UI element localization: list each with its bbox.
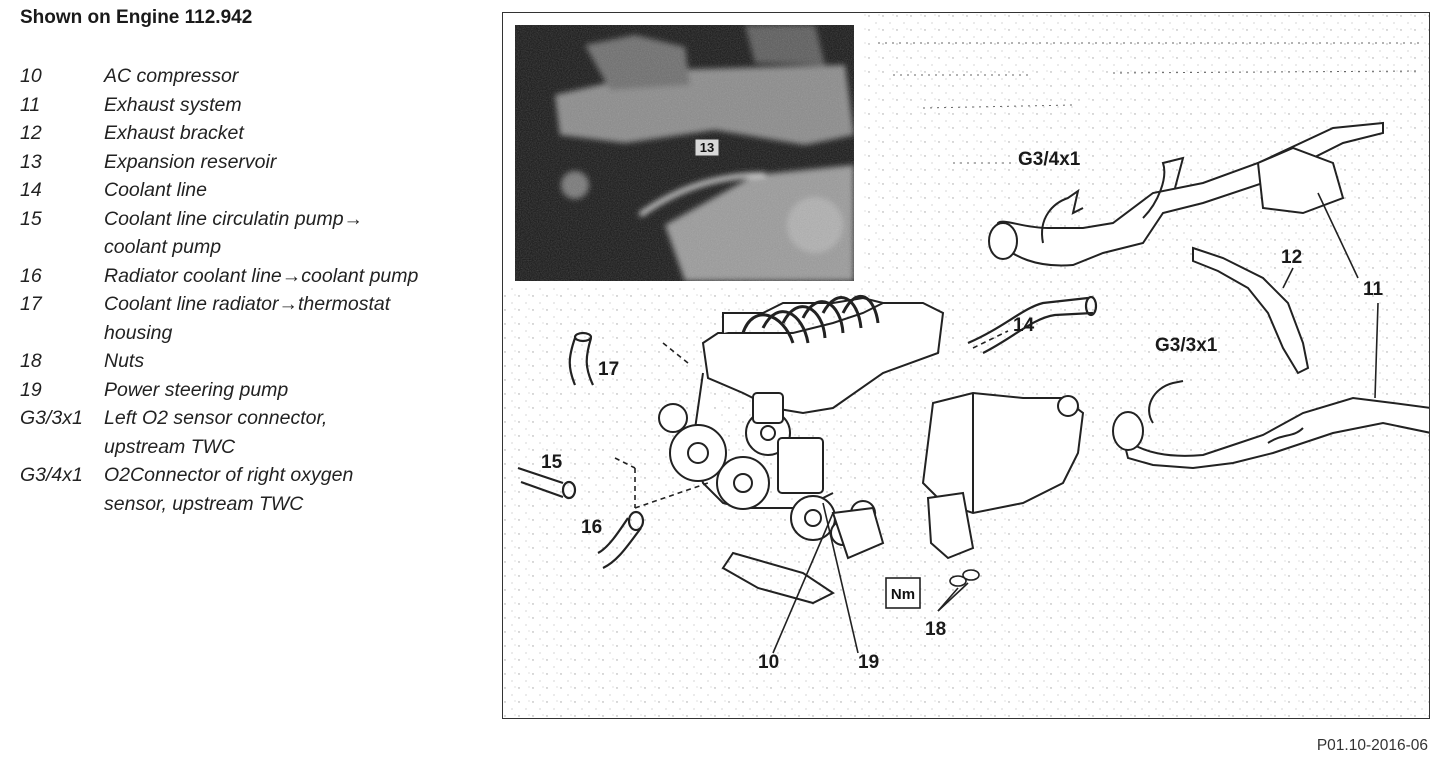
legend-code: 19 [20, 378, 42, 401]
legend-item: 19 Power steering pump [20, 376, 490, 405]
legend-item: 12 Exhaust bracket [20, 119, 490, 148]
legend-desc: Exhaust bracket [104, 122, 244, 144]
legend-desc: Expansion reservoir [104, 150, 277, 173]
legend-code: G3/4x1 [20, 464, 83, 486]
callout-18: 18 [925, 619, 946, 640]
o2-sensor-wires [1041, 156, 1304, 444]
legend-item: 17 Coolant line radiator→thermostat housin… [20, 290, 490, 347]
callout-12: 12 [1281, 247, 1302, 268]
legend-desc: Nuts [104, 350, 145, 372]
callout-14: 14 [1013, 315, 1035, 336]
figure-id: P01.10-2016-06 [1316, 737, 1428, 754]
legend-item: 14 Coolant line [20, 176, 490, 205]
reservoir-photo: 13 [515, 25, 854, 281]
legend-desc-line2: coolant pump [104, 236, 222, 258]
engine-diagram: Nm 17 15 16 14 10 19 18 G3/4x1 G3/3x1 12… [503, 13, 1429, 718]
legend-code: 12 [20, 122, 42, 144]
legend-desc: Power steering pump [104, 378, 289, 401]
legend-desc: Coolant line circulatin pump→ coolant pum… [104, 205, 490, 262]
legend-item: 18 Nuts [20, 347, 490, 376]
legend-desc-line2: sensor, upstream TWC [104, 492, 304, 515]
legend-code: 10 [20, 65, 42, 87]
legend-item: G3/4x1 O2Connector of right oxygen sensor,… [20, 461, 490, 518]
legend-item: 16 Radiator coolant line→coolant pump [20, 262, 490, 291]
legend-title: Shown on Engine 112.942 [20, 7, 253, 28]
callout-15: 15 [541, 452, 563, 473]
legend-code: 13 [20, 150, 42, 173]
legend-list: 10 AC compressor 11 Exhaust system 12 Exhau… [20, 62, 490, 518]
legend-desc: Left O2 sensor connector, upstream TWC [104, 404, 490, 461]
nuts [949, 569, 980, 587]
diagram-frame: 13 [502, 12, 1430, 719]
legend-item: G3/3x1 Left O2 sensor connector, upstream … [20, 404, 490, 461]
legend-code: 17 [20, 293, 42, 315]
legend-desc: Coolant line [104, 179, 207, 201]
legend-desc: Radiator coolant line→coolant pump [104, 264, 419, 287]
legend-code: 11 [20, 93, 41, 116]
legend-desc: AC compressor [104, 65, 239, 87]
callout-17: 17 [598, 359, 619, 380]
legend-item: 10 AC compressor [20, 62, 490, 91]
photo-callout-13: 13 [700, 140, 714, 155]
legend-item: 11 Exhaust system [20, 91, 490, 120]
coolant-hoses [517, 295, 1098, 569]
legend-desc: Coolant line radiator→thermostat housing [104, 290, 490, 347]
legend-desc-line1: O2Connector of right oxygen [104, 464, 354, 486]
callout-19: 19 [858, 652, 879, 673]
legend-desc-line1: Left O2 sensor connector, [104, 407, 328, 429]
legend-item: 15 Coolant line circulatin pump→ coolant p… [20, 205, 490, 262]
callout-10: 10 [758, 652, 779, 673]
legend-code: G3/3x1 [20, 407, 83, 429]
legend-code: 15 [20, 207, 42, 230]
legend-code: 14 [20, 179, 42, 201]
legend-code: 16 [20, 264, 42, 287]
torque-nm-box: Nm [885, 577, 921, 609]
leader-lines [614, 192, 1379, 654]
callout-g34: G3/4x1 [1018, 149, 1081, 170]
legend-desc: O2Connector of right oxygen sensor, upstr… [104, 461, 490, 518]
nm-label: Nm [891, 586, 915, 603]
engine-block [658, 294, 1085, 605]
callout-g33: G3/3x1 [1155, 335, 1218, 356]
legend-desc-line2: housing [104, 321, 173, 344]
legend-desc-line1: Coolant line radiator→thermostat [104, 293, 391, 315]
legend-item: 13 Expansion reservoir [20, 148, 490, 177]
legend-desc: Exhaust system [104, 93, 242, 116]
dotted-guide-lines [878, 42, 1423, 164]
exhaust-system [988, 121, 1429, 470]
legend-desc-line1: Coolant line circulatin pump→ [104, 207, 364, 230]
legend-code: 18 [20, 350, 42, 372]
callout-11: 11 [1363, 279, 1384, 300]
legend-desc-line2: upstream TWC [104, 435, 236, 458]
callout-16: 16 [581, 517, 602, 538]
